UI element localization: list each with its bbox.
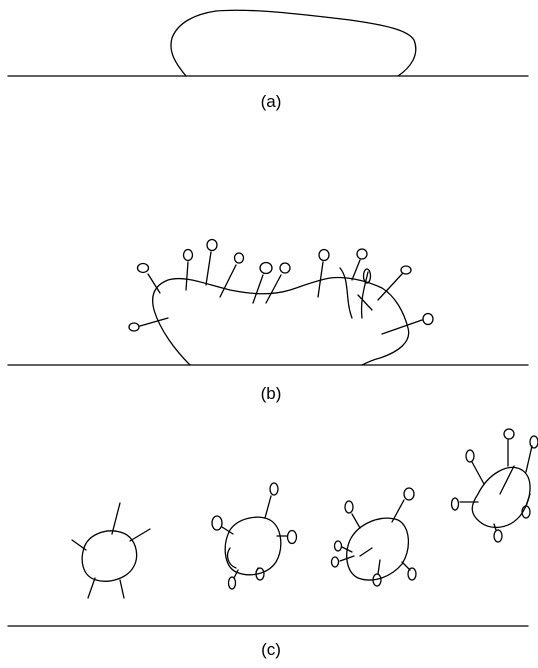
detached-droplet-2: [211, 482, 298, 590]
panel-label-b: (b): [260, 384, 282, 403]
droplet-b: [152, 276, 410, 366]
detached-droplet-3: [330, 487, 417, 587]
panel-a: [7, 9, 529, 77]
panel-b: [7, 238, 529, 366]
panel-label-c: (c): [261, 640, 281, 659]
detached-droplet-1: [71, 502, 151, 599]
panel-c: [7, 428, 538, 627]
surfactant-molecules-b: [128, 238, 434, 335]
panel-label-a: (a): [260, 92, 282, 111]
detached-droplet-4: [450, 428, 538, 543]
droplet-a: [170, 9, 417, 77]
